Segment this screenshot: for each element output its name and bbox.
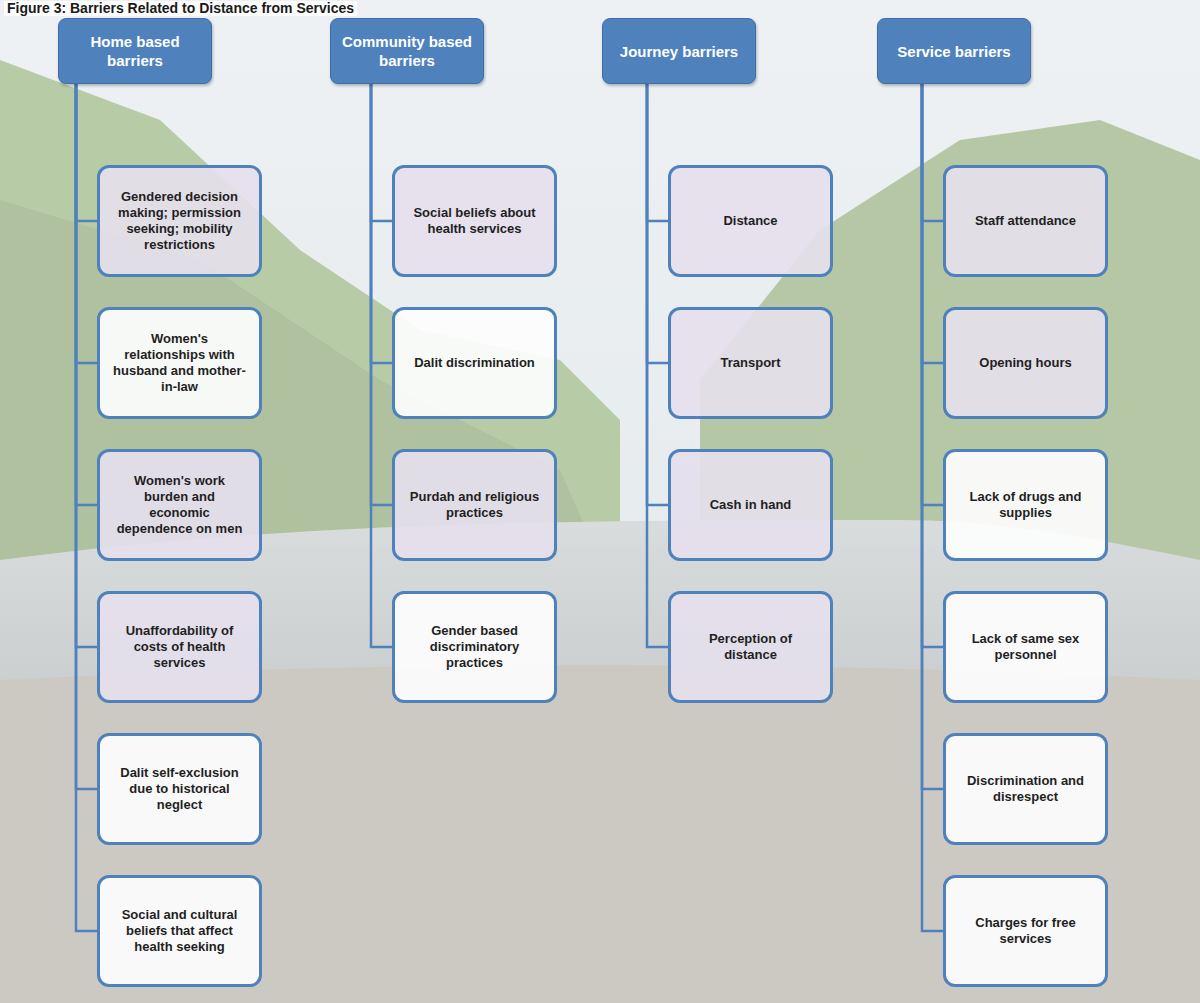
figure-title: Figure 3: Barriers Related to Distance f… [4,1,357,16]
tree-connector [922,84,943,505]
barrier-box: Women's relationships with husband and m… [97,307,262,419]
tree-connector [922,84,943,221]
barrier-box: Dalit self-exclusion due to historical n… [97,733,262,845]
tree-connector [922,84,943,647]
header-label: Home based barriers [69,32,201,70]
barrier-box: Staff attendance [943,165,1108,277]
tree-connector [371,84,392,363]
tree-connector [371,84,392,647]
header-label: Community based barriers [341,32,473,70]
tree-connector [76,84,97,221]
barrier-label: Gendered decision making; permission see… [112,189,247,253]
barrier-box: Unaffordability of costs of health servi… [97,591,262,703]
tree-connector [647,84,668,505]
barrier-box: Social beliefs about health services [392,165,557,277]
tree-connector [76,84,97,505]
tree-connector [922,84,943,789]
barrier-label: Discrimination and disrespect [958,773,1093,805]
barrier-label: Cash in hand [710,497,792,513]
barrier-label: Social and cultural beliefs that affect … [112,907,247,955]
barrier-label: Women's relationships with husband and m… [112,331,247,395]
tree-connector [371,84,392,505]
barrier-box: Distance [668,165,833,277]
barrier-box: Discrimination and disrespect [943,733,1108,845]
barrier-label: Purdah and religious practices [407,489,542,521]
barrier-label: Unaffordability of costs of health servi… [112,623,247,671]
tree-connector [922,84,943,363]
barrier-label: Social beliefs about health services [407,205,542,237]
barrier-label: Lack of drugs and supplies [958,489,1093,521]
tree-connector [647,84,668,221]
category-header: Service barriers [877,18,1031,84]
tree-connector [76,84,97,647]
barrier-box: Charges for free services [943,875,1108,987]
category-header: Journey barriers [602,18,756,84]
barrier-box: Transport [668,307,833,419]
barrier-label: Charges for free services [958,915,1093,947]
barrier-box: Purdah and religious practices [392,449,557,561]
barrier-box: Dalit discrimination [392,307,557,419]
barrier-box: Gendered decision making; permission see… [97,165,262,277]
tree-connector [647,84,668,363]
category-header: Community based barriers [330,18,484,84]
category-header: Home based barriers [58,18,212,84]
tree-connector [76,84,97,363]
barrier-box: Women's work burden and economic depende… [97,449,262,561]
barrier-box: Perception of distance [668,591,833,703]
tree-connector [922,84,943,931]
barrier-box: Lack of same sex personnel [943,591,1108,703]
barrier-label: Perception of distance [683,631,818,663]
barrier-box: Opening hours [943,307,1108,419]
tree-connector [76,84,97,789]
header-label: Journey barriers [620,42,738,61]
barrier-label: Transport [721,355,781,371]
barrier-box: Social and cultural beliefs that affect … [97,875,262,987]
barrier-label: Dalit discrimination [414,355,535,371]
barrier-label: Opening hours [979,355,1071,371]
barrier-label: Women's work burden and economic depende… [112,473,247,537]
barrier-label: Gender based discriminatory practices [407,623,542,671]
barrier-label: Distance [723,213,777,229]
barrier-label: Staff attendance [975,213,1076,229]
barrier-label: Dalit self-exclusion due to historical n… [112,765,247,813]
tree-connector [76,84,97,931]
barrier-box: Gender based discriminatory practices [392,591,557,703]
barrier-label: Lack of same sex personnel [958,631,1093,663]
tree-connector [647,84,668,647]
tree-connector [371,84,392,221]
barrier-box: Cash in hand [668,449,833,561]
header-label: Service barriers [897,42,1010,61]
barrier-box: Lack of drugs and supplies [943,449,1108,561]
